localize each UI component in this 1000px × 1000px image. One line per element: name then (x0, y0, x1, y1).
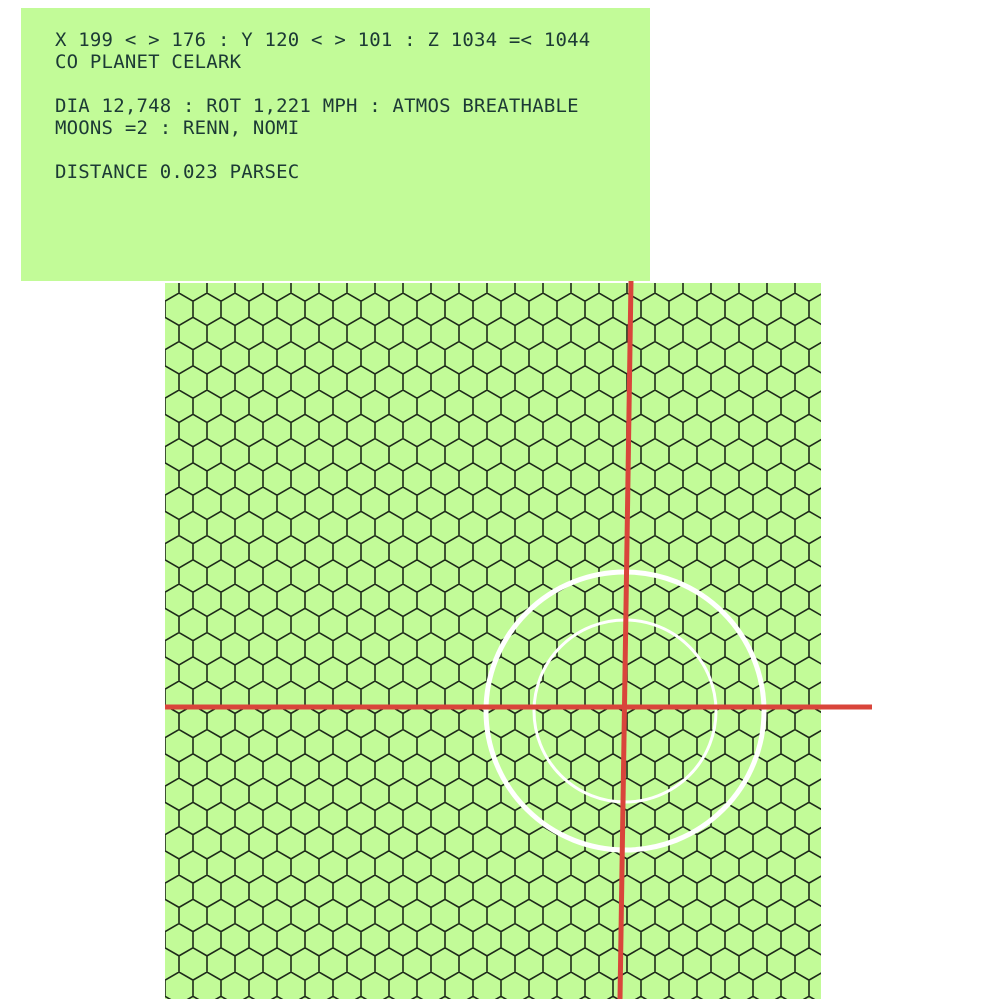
hex-grid-icon[interactable] (123, 269, 851, 1000)
coordinates-readout: X 199 < > 176 : Y 120 < > 101 : Z 1034 =… (55, 29, 591, 51)
planet-name: CO PLANET CELARK (55, 51, 242, 73)
crosshair-icon (165, 280, 872, 1000)
hex-grid-background (165, 283, 821, 999)
planet-moons: MOONS =2 : RENN, NOMI (55, 117, 300, 139)
crosshair-vertical (617, 280, 634, 1000)
navigation-readout-panel: X 199 < > 176 : Y 120 < > 101 : Z 1034 =… (21, 8, 650, 281)
planet-distance: DISTANCE 0.023 PARSEC (55, 161, 300, 183)
hex-cells[interactable] (123, 269, 851, 1000)
planet-physical-stats: DIA 12,748 : ROT 1,221 MPH : ATMOS BREAT… (55, 95, 579, 117)
